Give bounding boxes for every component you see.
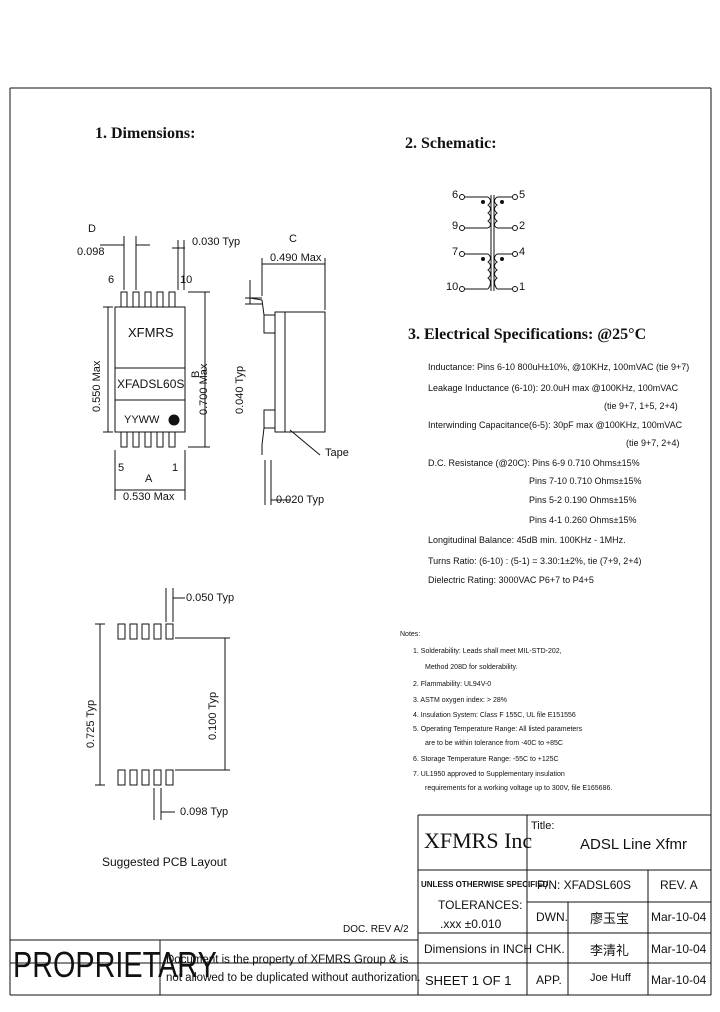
proprietary-notice-1: Document is the property of XFMRS Group … xyxy=(166,954,409,966)
note-line: requirements for a working voltage up to… xyxy=(425,785,613,792)
electrical-heading: 3. Electrical Specifications: @25°C xyxy=(408,326,647,343)
pcb-caption: Suggested PCB Layout xyxy=(102,855,227,869)
pcb-dim-100: 0.100 Typ xyxy=(207,691,219,740)
pcb-dim-725: 0.725 Typ xyxy=(85,699,97,748)
top-pins xyxy=(120,291,176,308)
spec-line: Longitudinal Balance: 45dB min. 100KHz -… xyxy=(428,535,626,545)
dimensions-heading: 1. Dimensions: xyxy=(95,125,196,142)
spec-line: (tie 9+7, 2+4) xyxy=(626,438,680,448)
sch-pin-1: 1 xyxy=(519,281,526,293)
sch-pin-5: 5 xyxy=(519,189,526,201)
tape-label: Tape xyxy=(325,447,349,459)
spec-line: D.C. Resistance (@20C): Pins 6-9 0.710 O… xyxy=(428,458,640,468)
spec-line: Pins 5-2 0.190 Ohms±15% xyxy=(529,495,637,505)
drawn-name: 廖玉宝 xyxy=(590,911,630,926)
checked-label: CHK. xyxy=(536,942,565,956)
sch-pin-6: 6 xyxy=(452,189,459,201)
approved-date: Mar-10-04 xyxy=(651,973,707,987)
dim-a-label: A xyxy=(145,473,153,485)
note-line: 5. Operating Temperature Range: All list… xyxy=(413,726,583,733)
checked-name: 李清礼 xyxy=(590,943,630,958)
title-label: Title: xyxy=(531,820,555,832)
spec-line: Pins 4-1 0.260 Ohms±15% xyxy=(529,515,637,525)
sch-pin-9: 9 xyxy=(452,220,459,232)
note-line: 6. Storage Temperature Range: -55C to +1… xyxy=(413,756,559,763)
pcb-pads xyxy=(117,623,174,786)
dim-530: 0.530 Max xyxy=(123,491,175,503)
drawn-label: DWN. xyxy=(536,910,568,924)
approved-name: Joe Huff xyxy=(590,972,631,984)
doc-revision: DOC. REV A/2 xyxy=(343,924,409,935)
dim-020: 0.020 Typ xyxy=(276,494,325,506)
pcb-dim-050: 0.050 Typ xyxy=(186,592,235,604)
schematic-symbol xyxy=(459,194,518,292)
dim-c-label: C xyxy=(289,233,297,245)
note-line: Method 208D for solderability. xyxy=(425,664,518,671)
pin-6-label: 6 xyxy=(108,274,115,286)
schematic-heading: 2. Schematic: xyxy=(405,135,497,152)
part-marking: XFADSL60S xyxy=(117,377,185,391)
approved-label: APP. xyxy=(536,973,562,987)
sch-pin-10: 10 xyxy=(446,281,459,293)
tolerance-label: TOLERANCES: xyxy=(438,898,523,912)
sch-pin-7: 7 xyxy=(452,246,459,258)
dim-550: 0.550 Max xyxy=(91,360,103,412)
note-line: 1. Solderability: Leads shall meet MIL-S… xyxy=(413,648,562,655)
tolerance-value: .xxx ±0.010 xyxy=(440,917,502,931)
spec-line: Pins 7-10 0.710 Ohms±15% xyxy=(529,476,642,486)
drawn-date: Mar-10-04 xyxy=(651,910,707,924)
checked-date: Mar-10-04 xyxy=(651,942,707,956)
pin-10-label: 10 xyxy=(180,274,193,286)
title-value: ADSL Line Xfmr xyxy=(580,836,687,853)
bottom-pins xyxy=(120,431,176,448)
note-line: 3. ASTM oxygen index: > 28% xyxy=(413,697,507,704)
proprietary-banner: PROPRIETARY xyxy=(13,944,217,985)
spec-line: Inductance: Pins 6-10 800uH±10%, @10KHz,… xyxy=(428,362,690,372)
spec-line: Dielectric Rating: 3000VAC P6+7 to P4+5 xyxy=(428,575,594,585)
note-line: 4. Insulation System: Class F 155C, UL f… xyxy=(413,712,576,719)
pin-5-label: 5 xyxy=(118,462,125,474)
date-code-marking: YYWW xyxy=(124,414,160,426)
brand-marking: XFMRS xyxy=(128,325,174,340)
dim-700: 0.700 Max xyxy=(198,363,210,415)
dim-c-typ: 0.030 Typ xyxy=(192,236,241,248)
pin-1-label: 1 xyxy=(172,462,179,474)
part-number: P/N: XFADSL60S xyxy=(537,878,632,892)
dim-d-value: 0.098 xyxy=(77,246,105,258)
spec-line: Leakage Inductance (6-10): 20.0uH max @1… xyxy=(428,383,679,393)
spec-line: Interwinding Capacitance(6-5): 30pF max … xyxy=(428,420,683,430)
title-block-grid xyxy=(10,814,711,996)
notes-title: Notes: xyxy=(400,631,421,638)
package-side-view xyxy=(249,297,326,455)
note-line: are to be within tolerance from -40C to … xyxy=(425,740,563,747)
pcb-dim-098: 0.098 Typ xyxy=(180,806,229,818)
sch-pin-4: 4 xyxy=(519,246,526,258)
note-line: 2. Flammability: UL94V-0 xyxy=(413,681,492,688)
sheet-number: SHEET 1 OF 1 xyxy=(425,973,512,988)
sch-pin-2: 2 xyxy=(519,220,526,232)
proprietary-notice-2: not allowed to be duplicated without aut… xyxy=(166,972,421,984)
dim-490: 0.490 Max xyxy=(270,252,322,264)
tolerance-header: UNLESS OTHERWISE SPECIFIED xyxy=(421,880,549,889)
spec-line: (tie 9+7, 1+5, 2+4) xyxy=(604,401,678,411)
note-line: 7. UL1950 approved to Supplementary insu… xyxy=(413,771,565,778)
revision: REV. A xyxy=(660,878,698,892)
company-name: XFMRS Inc xyxy=(424,828,533,853)
spec-line: Turns Ratio: (6-10) : (5-1) = 3.30:1±2%,… xyxy=(428,556,642,566)
dim-d-label: D xyxy=(88,223,96,235)
dim-040: 0.040 Typ xyxy=(234,365,246,414)
dimensions-unit: Dimensions in INCH xyxy=(424,942,533,956)
